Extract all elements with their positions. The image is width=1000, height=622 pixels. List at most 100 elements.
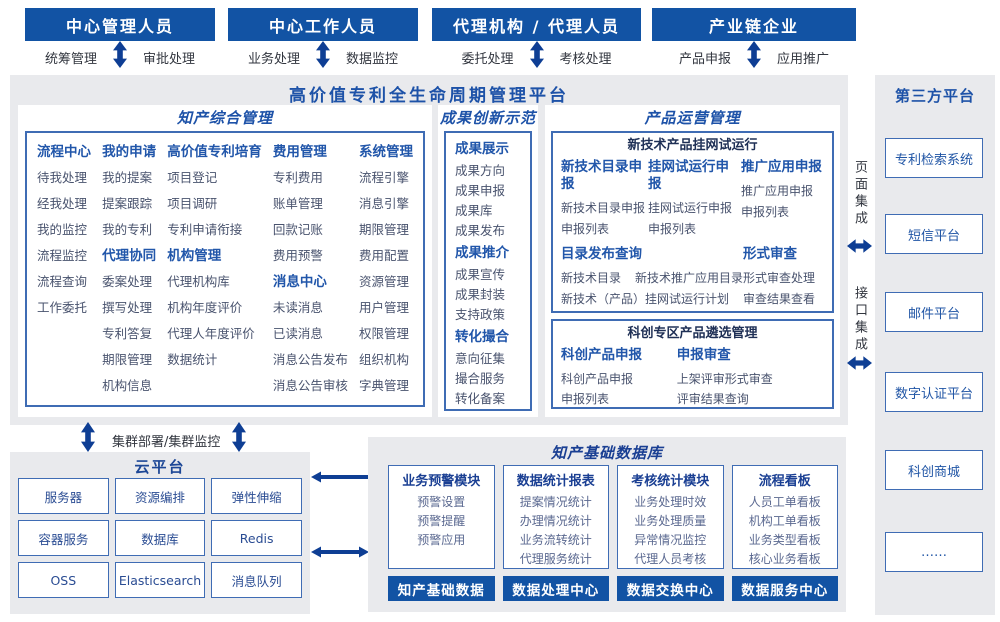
db-module-item: 提案情况统计 [519,495,592,509]
menu-group-title: 成果推介 [455,245,509,261]
menu-group-title: 系统管理 [358,144,413,160]
menu-item: 费用配置 [358,248,409,263]
role-header-0: 中心管理人员 [25,8,215,41]
menu-item: 申报列表 [740,205,789,219]
cloud-service-box: Elasticsearch [114,562,206,598]
ip-data-platform-panel: 知产基础数据库 业务预警模块预警设置预警提醒预警应用知产基础数据数据统计报表提案… [368,437,846,612]
menu-item: 委案处理 [102,274,153,289]
section-product-ops: 产品运营管理 新技术产品挂网试运行 新技术目录申报新技术目录申报申报列表挂网试运… [545,105,840,417]
subbox-title: 科创专区产品遴选管理 [627,326,758,341]
menu-item: 流程监控 [37,248,88,263]
menu-item: 提案跟踪 [102,196,153,211]
double-arrow-horizontal-icon [311,546,369,558]
db-module-item: 预警设置 [417,495,466,509]
cloud-service-box: Redis [211,520,302,556]
third-party-box: …… [885,532,983,572]
menu-item: 专利费用 [272,170,323,185]
menu-item: 成果方向 [455,163,506,178]
cloud-service-box: 资源编排 [114,478,206,514]
menu-item: 新技术（产品）挂网试运行计划 [561,292,730,306]
menu-group-title: 申报审查 [676,347,731,363]
third-party-box: 数字认证平台 [885,372,983,412]
menu-item: 新技术目录 [561,271,622,285]
menu-item: 科创产品申报 [561,372,634,386]
db-module-box: 业务预警模块预警设置预警提醒预警应用 [388,465,495,569]
menu-group-title: 成果展示 [455,141,509,157]
menu-item: 经我处理 [37,196,88,211]
third-party-box: 短信平台 [885,214,983,254]
menu-item: 申报列表 [561,392,610,406]
third-party-panel: 第三方平台 专利检索系统短信平台邮件平台数字认证平台科创商城…… [875,75,995,615]
catalog-row: 新技术目录新技术推广应用目录 [561,268,743,289]
role-label: 考核处理 [559,52,612,67]
menu-item: 字典管理 [358,378,409,393]
subbox-sci-selection: 科创专区产品遴选管理 科创产品申报科创产品申报申报列表申报审查上架评审形式审查评… [551,319,834,409]
db-module-item: 预警提醒 [417,514,466,528]
menu-item: 专利答复 [102,326,153,341]
menu-item: 我的提案 [102,170,153,185]
menu-item: 机构年度评价 [167,300,243,315]
menu-item: 成果封装 [455,287,506,302]
menu-item: 新技术推广应用目录 [635,271,744,285]
menu-item: 成果宣传 [455,267,506,282]
double-arrow-vertical-icon [232,422,246,452]
db-module: 业务预警模块预警设置预警提醒预警应用知产基础数据 [388,465,495,601]
db-module-item: 代理人员考核 [634,552,707,566]
db-module-item: 业务处理质量 [634,514,707,528]
menu-item: 我的监控 [37,222,88,237]
db-module-item: 异常情况监控 [634,533,707,547]
role-label: 产品申报 [678,52,731,67]
menu-item: 已读消息 [272,326,323,341]
section-title: 产品运营管理 [644,109,741,127]
api-integration-label: 接口集成 [852,286,867,354]
db-module-item: 代理服务统计 [519,552,592,566]
double-arrow-horizontal-icon [847,356,872,370]
db-module-title: 数据统计报表 [516,474,595,489]
subbox-row2: 目录发布查询 新技术目录新技术推广应用目录 新技术（产品）挂网试运行计划 形式审… [561,244,824,310]
cloud-service-box: 数据库 [114,520,206,556]
menu-column: 推广应用申报推广应用申报申报列表 [741,157,824,240]
menu-group-title: 新技术目录申报 [561,159,642,192]
menu-column: 挂网试运行申报挂网试运行申报申报列表 [648,157,741,240]
menu-item: 成果申报 [455,183,506,198]
db-center-box: 数据交换中心 [617,576,724,601]
db-module-item: 办理情况统计 [519,514,592,528]
menu-item: 机构信息 [102,378,153,393]
double-arrow-vertical-icon [81,422,95,452]
db-module: 流程看板人员工单看板机构工单看板业务类型看板核心业务看板数据服务中心 [731,465,838,601]
menu-group-title: 代理协同 [102,248,157,264]
db-module-item: 业务流转统计 [519,533,592,547]
third-party-box: 科创商城 [885,450,983,490]
menu-item: 形式审查处理 [743,271,816,285]
menu-item: 流程查询 [37,274,88,289]
role-label: 统筹管理 [44,52,97,67]
menu-group-title: 消息中心 [272,274,327,290]
platform-panel: 高价值专利全生命周期管理平台 知产综合管理 流程中心待我处理经我处理我的监控流程… [10,75,848,425]
role-label: 审批处理 [143,52,196,67]
double-arrow-vertical-icon [113,41,127,68]
menu-column: 系统管理流程引擎消息引擎期限管理费用配置资源管理用户管理权限管理组织机构字典管理 [359,139,413,405]
menu-item: 流程引擎 [358,170,409,185]
menu-item: 成果库 [455,203,493,218]
menu-item: 消息公告发布 [272,352,348,367]
menu-column: 科创产品申报科创产品申报申报列表 [561,345,677,409]
third-party-title: 第三方平台 [894,87,975,105]
role-header-1: 中心工作人员 [228,8,418,41]
cloud-service-box: OSS [18,562,109,598]
menu-column: 新技术目录申报新技术目录申报申报列表 [561,157,648,240]
db-module-box: 数据统计报表提案情况统计办理情况统计业务流转统计代理服务统计 [502,465,609,569]
third-party-box: 专利检索系统 [885,138,983,178]
menu-item: 撮合服务 [455,371,506,386]
role-label: 业务处理 [247,52,300,67]
menu-item: 成果发布 [455,223,506,238]
db-module: 数据统计报表提案情况统计办理情况统计业务流转统计代理服务统计数据处理中心 [502,465,609,601]
section-achievement: 成果创新示范 成果展示成果方向成果申报成果库成果发布成果推介成果宣传成果封装支持… [438,105,538,417]
achievement-column: 成果展示成果方向成果申报成果库成果发布成果推介成果宣传成果封装支持政策转化撮合意… [444,131,532,411]
menu-group-title: 我的申请 [102,144,157,160]
db-module-item: 核心业务看板 [748,552,821,566]
platform-title: 高价值专利全生命周期管理平台 [289,86,569,106]
menu-item: 撰写处理 [102,300,153,315]
db-module-item: 业务处理时效 [634,495,707,509]
menu-item: 消息引擎 [358,196,409,211]
